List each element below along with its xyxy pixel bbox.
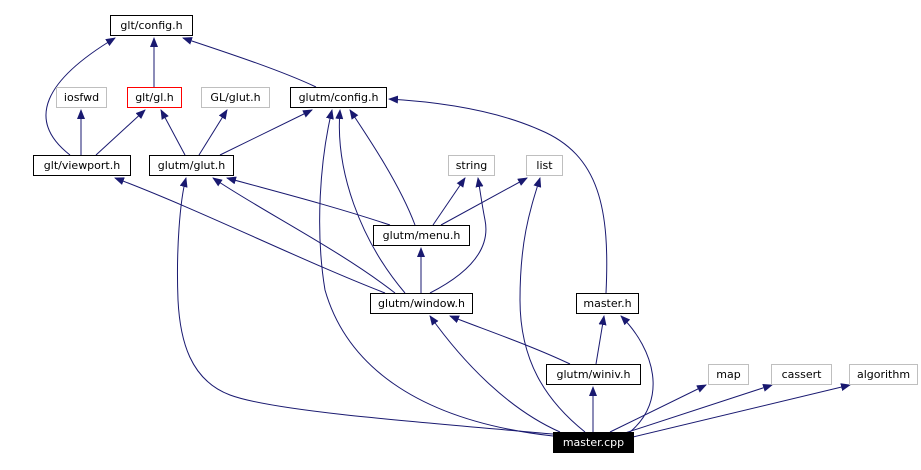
- node-box: [849, 364, 918, 385]
- node-label: string: [456, 159, 488, 172]
- node-glutm-config[interactable]: glutm/config.h: [290, 87, 387, 108]
- node-box: [110, 15, 193, 36]
- node-label: glt/gl.h: [135, 91, 174, 104]
- node-box: [526, 155, 563, 176]
- node-label: GL/glut.h: [210, 91, 260, 104]
- node-label: glutm/glut.h: [158, 159, 226, 172]
- node-label: list: [536, 159, 553, 172]
- node-cassert[interactable]: cassert: [771, 364, 832, 385]
- node-map[interactable]: map: [708, 364, 749, 385]
- node-box: [201, 87, 270, 108]
- edge-glutm-winiv-to-master-h: [595, 315, 607, 365]
- node-box: [576, 293, 639, 314]
- node-label: glutm/menu.h: [383, 229, 461, 242]
- edge-glutm-menu-to-glutm-config: [349, 109, 416, 226]
- edge-glutm-window-to-glt-viewport: [114, 177, 386, 294]
- node-label: master.h: [583, 297, 631, 310]
- node-box: [149, 155, 234, 176]
- edge-glutm-menu-to-list: [440, 177, 528, 226]
- node-box: [290, 87, 387, 108]
- node-glutm-glut[interactable]: glutm/glut.h: [149, 155, 234, 176]
- edge-master-cpp-to-cassert: [624, 383, 773, 434]
- edges-layer: [45, 37, 851, 438]
- node-box: [448, 155, 495, 176]
- node-label: cassert: [782, 368, 823, 381]
- edge-glt-viewport-to-glt-config: [45, 37, 116, 156]
- node-label: glutm/window.h: [378, 297, 465, 310]
- edge-glutm-window-to-glutm-glut: [212, 177, 396, 294]
- edge-master-cpp-to-master-h: [620, 315, 654, 433]
- node-box: [370, 293, 473, 314]
- node-box: [553, 432, 634, 453]
- edge-glutm-glut-to-glutm-config: [219, 109, 313, 156]
- node-list[interactable]: list: [526, 155, 563, 176]
- edge-master-cpp-to-algorithm: [632, 383, 851, 438]
- node-glt-gl[interactable]: glt/gl.h: [127, 87, 182, 108]
- node-box: [56, 87, 107, 108]
- node-glt-viewport[interactable]: glt/viewport.h: [33, 155, 131, 176]
- node-iosfwd[interactable]: iosfwd: [56, 87, 107, 108]
- edge-master-cpp-to-glutm-window: [429, 315, 561, 433]
- node-master-h[interactable]: master.h: [576, 293, 639, 314]
- edge-glutm-window-to-glutm-config: [335, 109, 406, 294]
- node-box: [33, 155, 131, 176]
- node-label: glt/config.h: [120, 19, 182, 32]
- node-gl-glut[interactable]: GL/glut.h: [201, 87, 270, 108]
- node-label: master.cpp: [563, 436, 624, 449]
- edge-master-cpp-to-list: [519, 177, 586, 433]
- node-box: [546, 364, 641, 385]
- edge-glutm-window-to-string: [429, 177, 487, 294]
- node-string[interactable]: string: [448, 155, 495, 176]
- node-box: [708, 364, 749, 385]
- node-box: [373, 225, 470, 246]
- edge-master-cpp-to-glutm-glut: [176, 177, 554, 435]
- edge-glutm-winiv-to-glutm-window: [449, 315, 571, 365]
- node-label: algorithm: [857, 368, 910, 381]
- node-master-cpp[interactable]: master.cpp: [553, 432, 634, 453]
- node-box: [127, 87, 182, 108]
- node-glutm-menu[interactable]: glutm/menu.h: [373, 225, 470, 246]
- edge-master-h-to-glutm-config: [388, 95, 608, 294]
- edge-glt-viewport-to-glt-gl: [95, 109, 146, 156]
- edge-glutm-config-to-glt-config: [182, 37, 317, 88]
- node-glutm-window[interactable]: glutm/window.h: [370, 293, 473, 314]
- node-label: iosfwd: [64, 91, 99, 104]
- edge-glutm-glut-to-gl-glut: [198, 109, 228, 156]
- node-label: map: [716, 368, 740, 381]
- edge-glutm-glut-to-glt-gl: [160, 109, 186, 156]
- node-label: glutm/winiv.h: [557, 368, 631, 381]
- node-algorithm[interactable]: algorithm: [849, 364, 918, 385]
- edge-master-cpp-to-glutm-config: [319, 109, 554, 437]
- node-box: [771, 364, 832, 385]
- node-label: glutm/config.h: [299, 91, 379, 104]
- node-glutm-winiv[interactable]: glutm/winiv.h: [546, 364, 641, 385]
- node-glt-config[interactable]: glt/config.h: [110, 15, 193, 36]
- node-label: glt/viewport.h: [44, 159, 120, 172]
- edge-glutm-menu-to-glutm-glut: [226, 176, 391, 226]
- edge-master-cpp-to-map: [609, 384, 707, 433]
- nodes-layer: glt/config.h iosfwd glt/gl.h GL/glut.h glutm…: [33, 15, 918, 453]
- edge-glutm-menu-to-string: [432, 177, 466, 226]
